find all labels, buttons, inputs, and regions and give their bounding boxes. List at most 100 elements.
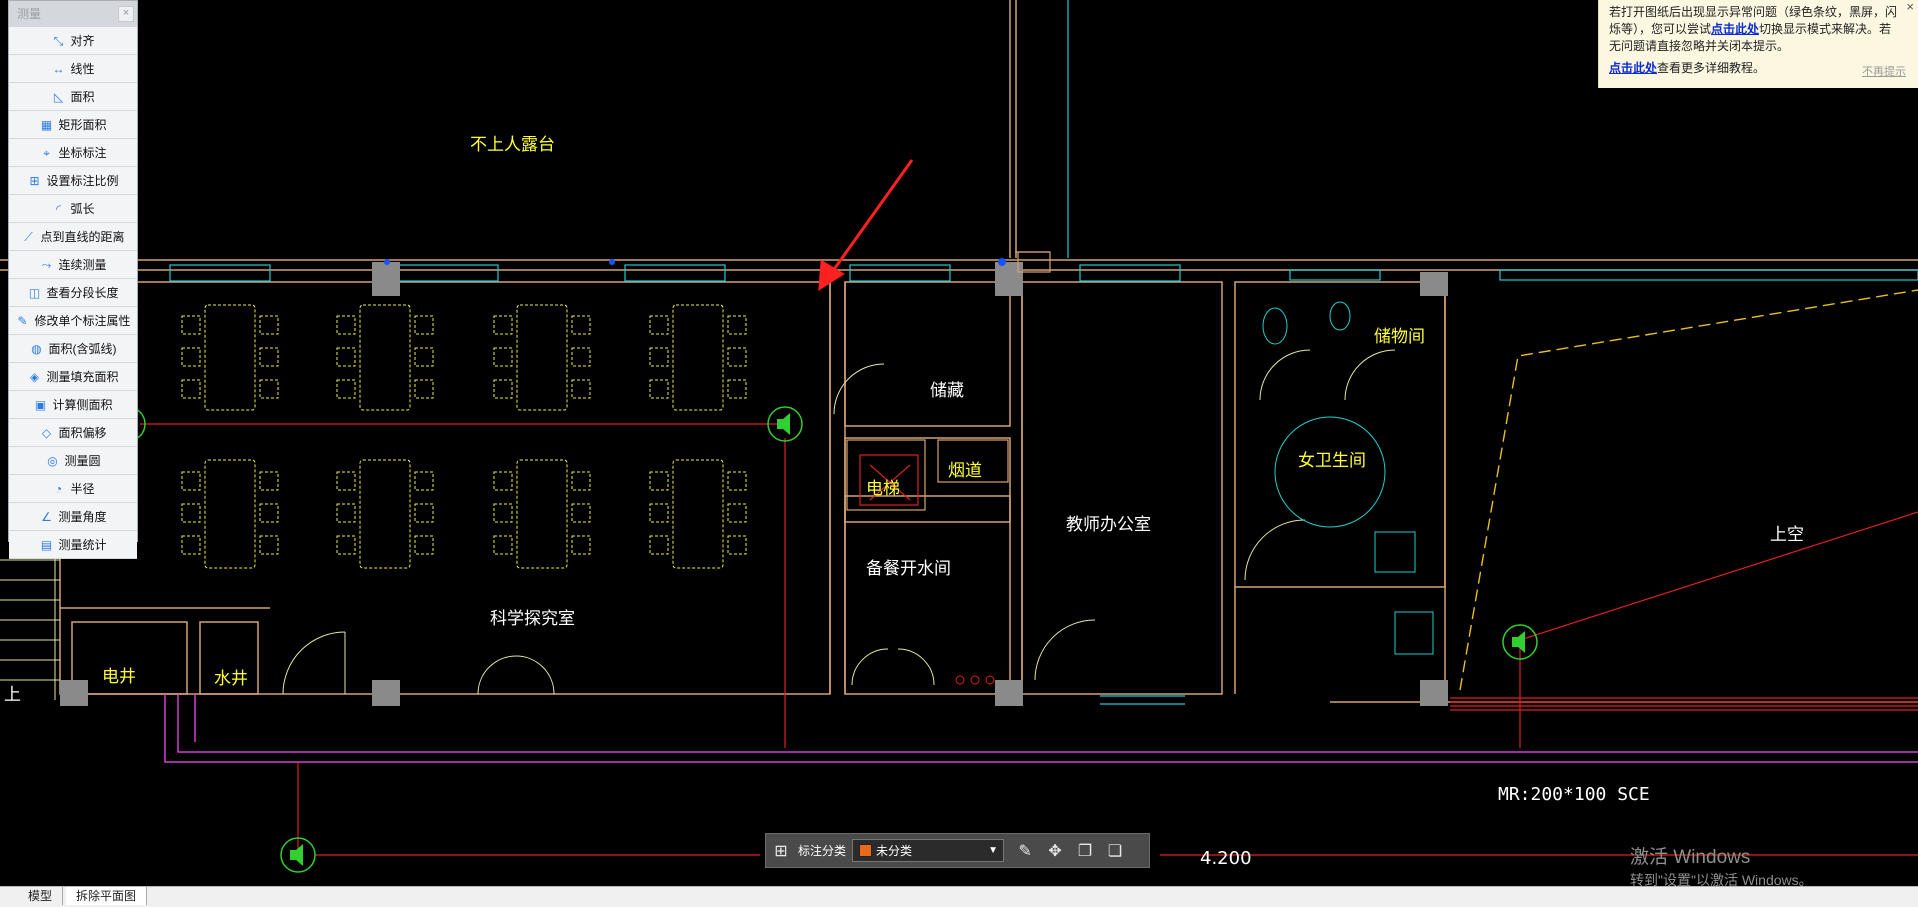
- arc-length-icon: ◜: [56, 201, 61, 216]
- label-terrace: 不上人露台: [470, 135, 555, 155]
- label-elevation: 4.200: [1200, 848, 1252, 869]
- measure-item-label: 测量圆: [64, 454, 101, 468]
- display-issue-notice: × 若打开图纸后出现显示异常问题（绿色条纹，黑屏，闪 烁等），您可以尝试点击此处…: [1598, 0, 1918, 88]
- rect-area-icon: ▦: [40, 117, 53, 132]
- measure-item-label: 半径: [70, 482, 95, 496]
- measure-item-4[interactable]: ⌖ 坐标标注: [9, 139, 137, 167]
- area-offset-icon: ◇: [41, 425, 52, 440]
- measure-item-label: 测量统计: [58, 538, 107, 552]
- measure-item-9[interactable]: ◫ 查看分段长度: [9, 279, 137, 307]
- linear-measure-icon: ↔: [52, 61, 65, 76]
- category-select[interactable]: 未分类 ▼: [852, 839, 1005, 862]
- measure-item-13[interactable]: ▣ 计算侧面积: [9, 391, 137, 419]
- measure-item-7[interactable]: ⟋ 点到直线的距离: [9, 223, 137, 251]
- measure-item-label: 修改单个标注属性: [34, 314, 131, 328]
- close-icon[interactable]: ×: [118, 6, 134, 22]
- measure-item-2[interactable]: ◺ 面积: [9, 83, 137, 111]
- measure-item-12[interactable]: ◈ 测量填充面积: [9, 363, 137, 391]
- label-office: 教师办公室: [1066, 515, 1151, 535]
- measure-item-label: 查看分段长度: [46, 286, 119, 300]
- notice-line-1: 若打开图纸后出现显示异常问题（绿色条纹，黑屏，闪: [1609, 5, 1898, 19]
- label-science: 科学探究室: [490, 609, 575, 629]
- measure-item-label: 坐标标注: [58, 146, 107, 160]
- measure-item-label: 对齐: [70, 34, 95, 48]
- arc-area-icon: ◍: [31, 341, 42, 356]
- measure-item-label: 弧长: [70, 202, 95, 216]
- cad-drawing-canvas[interactable]: [0, 0, 1918, 886]
- label-water-shaft: 水井: [214, 669, 248, 689]
- move-icon[interactable]: ✥: [1048, 842, 1062, 860]
- copy-icon[interactable]: ❐: [1077, 842, 1093, 860]
- measure-item-label: 矩形面积: [58, 118, 107, 132]
- scale-icon: ⊞: [29, 173, 40, 188]
- label-void: 上空: [1770, 525, 1804, 545]
- measure-item-18[interactable]: ▤ 测量统计: [9, 531, 137, 559]
- measure-item-14[interactable]: ◇ 面积偏移: [9, 419, 137, 447]
- measure-item-0[interactable]: ⤡ 对齐: [9, 27, 137, 55]
- measure-item-6[interactable]: ◜ 弧长: [9, 195, 137, 223]
- category-select-value: 未分类: [876, 844, 913, 858]
- tutorial-link[interactable]: 点击此处: [1609, 61, 1658, 75]
- tab-model[interactable]: 模型: [18, 887, 64, 905]
- measure-item-16[interactable]: ◔ 半径: [9, 475, 137, 503]
- measure-item-label: 面积: [70, 90, 95, 104]
- label-elec-shaft: 电井: [102, 667, 136, 687]
- chevron-down-icon: ▼: [988, 845, 999, 856]
- category-color-swatch: [859, 844, 873, 857]
- side-area-icon: ▣: [34, 397, 47, 412]
- edit-icon[interactable]: ✎: [1018, 842, 1032, 860]
- measure-item-10[interactable]: ✎修改单个标注属性: [9, 307, 137, 335]
- layout-tab-bar: 模型 拆除平面图: [0, 886, 1918, 907]
- statistics-icon: ▤: [40, 537, 53, 552]
- measure-panel-title-bar[interactable]: 测量 ×: [9, 1, 137, 27]
- measure-panel-title: 测量: [17, 7, 42, 21]
- notice-line-2: 烁等），您可以尝试点击此处切换显示模式来解决。若: [1609, 22, 1892, 36]
- circle-measure-icon: ◎: [47, 453, 58, 468]
- measure-item-8[interactable]: ⤳ 连续测量: [9, 251, 137, 279]
- watermark-line-1: 激活 Windows: [1630, 847, 1751, 868]
- measure-item-label: 设置标注比例: [46, 174, 119, 188]
- angle-icon: ∠: [41, 509, 52, 524]
- watermark-line-2: 转到"设置"以激活 Windows。: [1630, 872, 1813, 888]
- switch-display-mode-link[interactable]: 点击此处: [1711, 22, 1760, 36]
- label-flue: 烟道: [948, 461, 982, 481]
- measure-item-5[interactable]: ⊞ 设置标注比例: [9, 167, 137, 195]
- annotation-toolbar: ⊞ 标注分类 未分类 ▼ ✎ ✥ ❐ ❏: [765, 833, 1150, 868]
- fill-area-icon: ◈: [29, 369, 40, 384]
- measure-item-3[interactable]: ▦ 矩形面积: [9, 111, 137, 139]
- measure-item-label: 测量填充面积: [46, 370, 119, 384]
- label-prep-room: 备餐开水间: [866, 559, 951, 579]
- notice-line-4: 点击此处查看更多详细教程。: [1609, 61, 1766, 75]
- label-up: 上: [4, 685, 21, 705]
- continuous-measure-icon: ⤳: [41, 257, 52, 272]
- close-icon[interactable]: ×: [1906, 0, 1914, 14]
- radius-icon: ◔: [54, 481, 63, 496]
- category-label: 标注分类: [798, 844, 847, 858]
- measure-item-15[interactable]: ◎ 测量圆: [9, 447, 137, 475]
- measure-item-label: 测量角度: [58, 510, 107, 524]
- point-line-distance-icon: ⟋: [24, 229, 33, 244]
- coordinate-icon: ⌖: [43, 145, 50, 160]
- measure-item-label: 面积偏移: [58, 426, 107, 440]
- tab-demolition-plan[interactable]: 拆除平面图: [66, 887, 148, 905]
- label-storage2: 储物间: [1374, 327, 1425, 347]
- measure-item-label: 连续测量: [58, 258, 107, 272]
- dont-show-again-link[interactable]: 不再提示: [1862, 66, 1906, 78]
- label-duct: MR:200*100 SCE: [1498, 784, 1650, 805]
- align-measure-icon: ⤡: [53, 33, 64, 48]
- measure-item-label: 线性: [70, 62, 95, 76]
- label-storage: 储藏: [930, 381, 964, 401]
- area-icon: ◺: [53, 89, 64, 104]
- label-toilet: 女卫生间: [1298, 451, 1366, 471]
- measure-panel: 测量 × ⤡ 对齐 ↔ 线性 ◺ 面积 ▦ 矩形面积 ⌖ 坐标标注 ⊞ 设置标注比例 ◜ 弧长 ⟋ 点到直线的…: [8, 0, 138, 559]
- measure-item-17[interactable]: ∠ 测量角度: [9, 503, 137, 531]
- measure-item-label: 点到直线的距离: [40, 230, 125, 244]
- segment-length-icon: ◫: [28, 285, 41, 300]
- paste-icon[interactable]: ❏: [1107, 842, 1123, 860]
- measure-item-label: 计算侧面积: [52, 398, 113, 412]
- measure-item-label: 面积(含弧线): [48, 342, 117, 356]
- measure-item-11[interactable]: ◍ 面积(含弧线): [9, 335, 137, 363]
- grid-menu-icon[interactable]: ⊞: [774, 842, 788, 860]
- measure-item-1[interactable]: ↔ 线性: [9, 55, 137, 83]
- windows-activation-watermark: 激活 Windows 转到"设置"以激活 Windows。: [1630, 842, 1813, 890]
